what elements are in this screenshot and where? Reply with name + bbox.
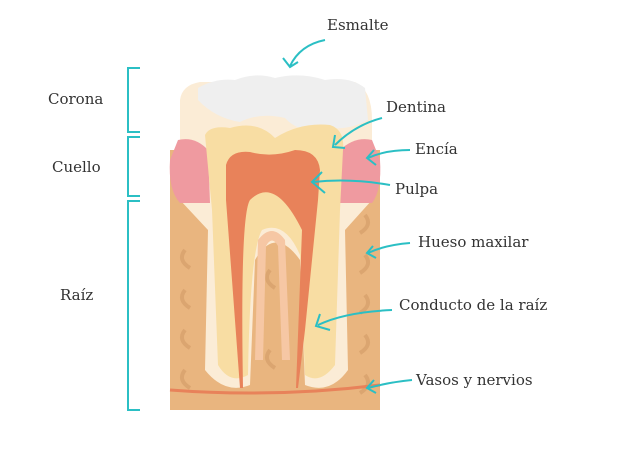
label-esmalte: Esmalte [327,16,389,34]
label-conducto: Conducto de la raíz [399,296,548,314]
label-vasos-nervios: Vasos y nervios [416,371,533,389]
pointer-arrows [282,39,413,394]
pulp [226,150,320,388]
nerve-line [169,383,381,395]
section-corona: Corona [48,90,104,108]
inner-root-cementum [255,231,290,360]
section-brackets [127,67,140,411]
bone-texture [179,213,371,395]
gum-left [169,139,210,203]
enamel [198,75,368,131]
section-raiz: Raíz [60,286,94,304]
section-cuello: Cuello [52,158,101,176]
label-hueso-maxilar: Hueso maxilar [418,233,529,251]
label-pulpa: Pulpa [395,180,439,198]
label-encia: Encía [415,140,458,158]
label-dentina: Dentina [386,98,446,116]
